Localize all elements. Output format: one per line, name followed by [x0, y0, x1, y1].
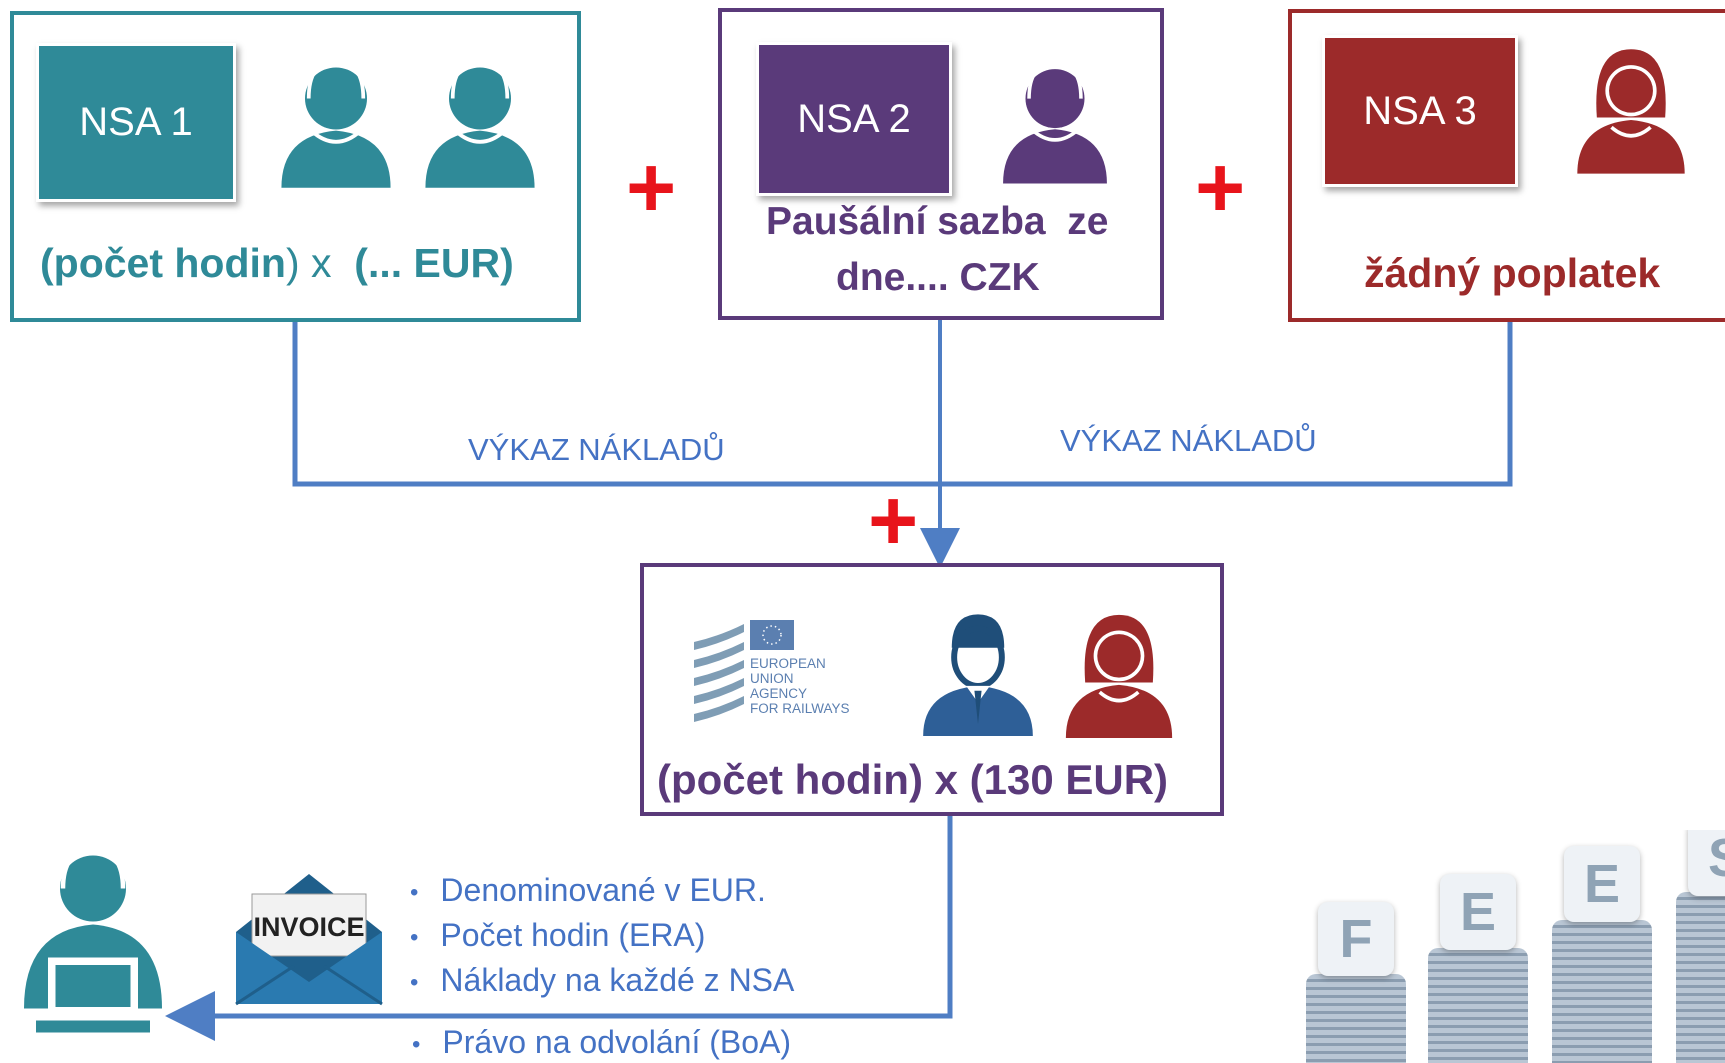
businessman-icon [923, 614, 1033, 736]
fees-letter-block: E [1564, 846, 1640, 922]
cost-statement-label-left: VÝKAZ NÁKLADŮ [468, 432, 725, 467]
era-formula: (počet hodin) x (130 EUR) [657, 756, 1169, 803]
fees-letter: F [1339, 909, 1373, 969]
fees-letter-block: S [1688, 830, 1725, 896]
invoice-label: INVOICE [253, 912, 364, 942]
plus-sign: + [626, 140, 677, 236]
nsa3-formula: žádný poplatek [1364, 250, 1661, 296]
eu-flag-icon [750, 620, 794, 650]
list-item: Právo na odvolání (BoA) [412, 1024, 791, 1061]
nsa1-formula-hours: (počet hodin [40, 240, 286, 286]
era-logo-text: FOR RAILWAYS [750, 701, 850, 716]
list-item: Denominované v EUR. [410, 872, 766, 909]
coin-stack [1552, 920, 1652, 1063]
coin-stack [1676, 892, 1725, 1063]
era-logo-text: EUROPEAN [750, 656, 826, 671]
female-user-icon [1577, 49, 1685, 174]
invoice-envelope-icon: INVOICE [235, 874, 383, 1006]
nsa1-formula-x: ) x [285, 240, 355, 286]
nsa1-formula: (počet hodin) x (... EUR) [40, 240, 514, 287]
coin-stack [1306, 974, 1406, 1063]
plus-sign: + [868, 473, 919, 569]
list-item-text: Denominované v EUR. [440, 872, 766, 908]
laptop-user-icon [24, 847, 162, 1033]
cost-statement-label-right: VÝKAZ NÁKLADŮ [1060, 423, 1317, 458]
male-user-icon [1003, 61, 1107, 184]
list-item: Náklady na každé z NSA [410, 962, 794, 999]
coin-stack [1428, 948, 1528, 1063]
fees-coin-stacks: F E E S [1300, 830, 1725, 1063]
fees-letter: S [1708, 830, 1725, 889]
list-item-text: Náklady na každé z NSA [440, 962, 795, 998]
list-item-text: Počet hodin (ERA) [440, 917, 706, 953]
male-user-icon [425, 59, 535, 188]
list-item: Počet hodin (ERA) [410, 917, 705, 954]
nsa2-rate-line2: dne.... CZK [836, 256, 1040, 299]
fees-letter: E [1459, 882, 1497, 942]
era-logo-text: AGENCY [750, 686, 808, 701]
fees-letter-block: E [1440, 874, 1516, 950]
nsa2-tile: NSA 2 [756, 42, 952, 196]
nsa3-tile: NSA 3 [1322, 35, 1518, 187]
list-item-text: Právo na odvolání (BoA) [442, 1024, 792, 1060]
male-user-icon [281, 59, 391, 188]
nsa1-tile: NSA 1 [36, 43, 236, 202]
era-logo: EUROPEAN UNION AGENCY FOR RAILWAYS [690, 616, 860, 722]
fees-letter: E [1583, 854, 1621, 914]
nsa1-formula-eur: (... EUR) [354, 240, 514, 286]
plus-sign: + [1195, 140, 1246, 236]
nsa2-rate-line1: Paušální sazba ze [766, 200, 1109, 243]
era-logo-text: UNION [750, 671, 794, 686]
era-logo-mark [694, 624, 744, 722]
female-user-icon [1065, 614, 1173, 738]
fees-letter-block: F [1318, 902, 1394, 976]
